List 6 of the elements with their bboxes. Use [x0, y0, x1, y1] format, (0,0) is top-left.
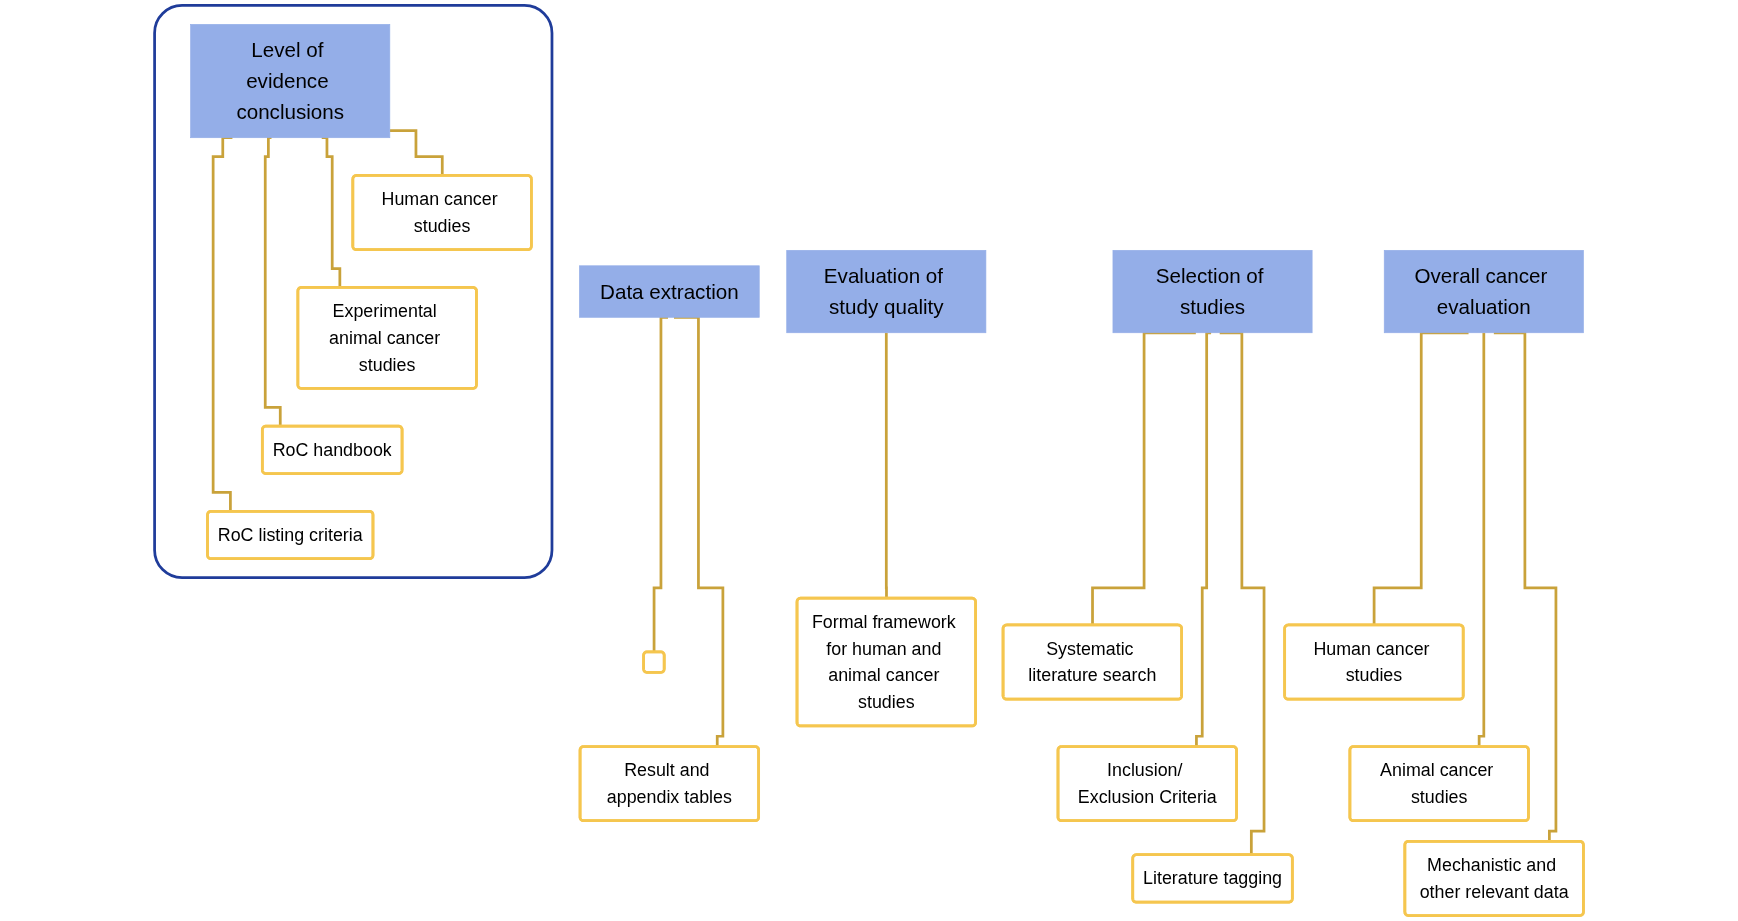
node-box: Overall cancer evaluation — [1383, 250, 1584, 334]
node-box: Level of evidence conclusions — [190, 24, 391, 139]
node-box: Evaluation of study quality — [786, 250, 987, 334]
node-box: Selection of studies — [1112, 250, 1313, 334]
node-box: Data extraction — [579, 265, 760, 318]
cluster — [153, 4, 554, 579]
